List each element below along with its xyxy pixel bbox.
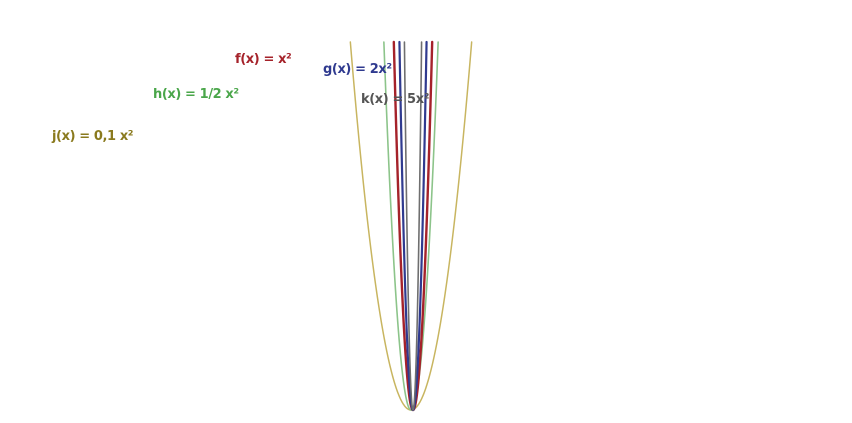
- curve-k: [403, 41, 423, 411]
- label-f: f(x) = x²: [235, 52, 291, 67]
- label-group: j(x) = 0,1 x² h(x) = 1/2 x² f(x) = x² g(…: [51, 52, 429, 144]
- label-k: k(x) = 5x²: [361, 92, 429, 107]
- label-h: h(x) = 1/2 x²: [153, 87, 239, 102]
- curve-group: [349, 40, 473, 412]
- curve-h: [383, 41, 439, 411]
- label-j: j(x) = 0,1 x²: [51, 129, 133, 144]
- label-g: g(x) = 2x²: [323, 62, 392, 77]
